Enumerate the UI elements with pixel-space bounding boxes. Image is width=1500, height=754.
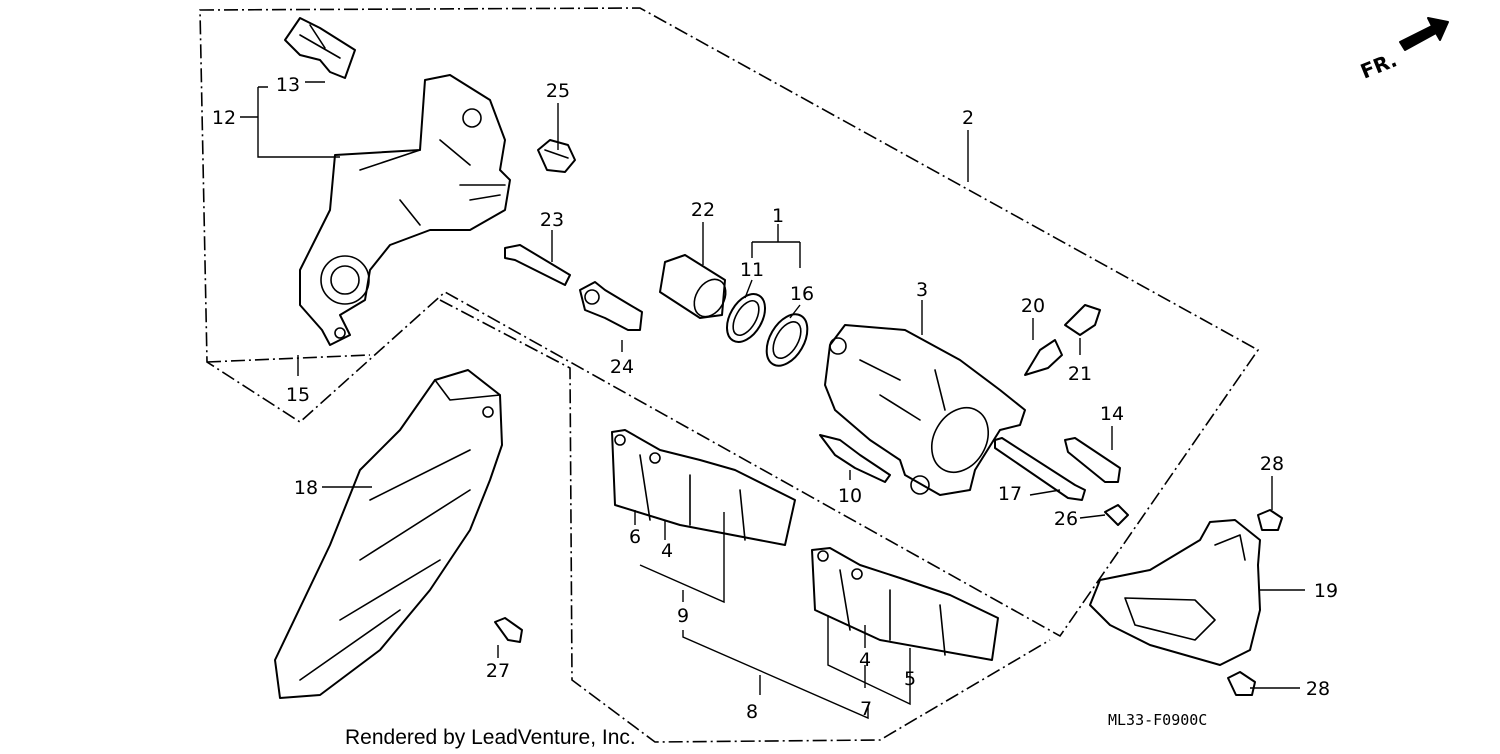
dust-seal[interactable] <box>758 307 815 372</box>
callout-7: 7 <box>860 698 872 720</box>
bolt-24[interactable] <box>579 281 643 331</box>
callout-9: 9 <box>677 605 689 627</box>
callout-20: 20 <box>1021 295 1045 317</box>
front-direction-arrow-icon: FR. <box>1357 17 1449 84</box>
callout-26: 26 <box>1054 508 1078 530</box>
piston[interactable] <box>659 254 732 322</box>
pin-17[interactable] <box>994 437 1086 501</box>
callout-15: 15 <box>286 384 310 406</box>
caliper-body[interactable] <box>824 324 1026 496</box>
diagram-code: ML33-F0900C <box>1108 711 1207 729</box>
bolt-28-lower[interactable] <box>1227 671 1256 696</box>
callout-22: 22 <box>691 199 715 221</box>
callout-4-upper: 4 <box>661 540 673 562</box>
caliper-guard[interactable] <box>1089 519 1261 666</box>
callout-14: 14 <box>1100 403 1124 425</box>
leader-lines <box>240 81 1305 720</box>
callout-5: 5 <box>904 668 916 690</box>
callout-11: 11 <box>740 259 764 281</box>
callout-1: 1 <box>772 205 784 227</box>
callout-labels: 1 2 3 4 4 5 6 7 8 9 10 11 12 13 14 15 16… <box>212 74 1338 723</box>
footer-credit: Rendered by LeadVenture, Inc. <box>345 726 636 749</box>
callout-8: 8 <box>746 701 758 723</box>
pad-spring[interactable] <box>284 17 356 79</box>
callout-4-lower: 4 <box>859 649 871 671</box>
callout-17: 17 <box>998 483 1022 505</box>
bolt-23[interactable] <box>504 244 571 286</box>
callout-28-upper: 28 <box>1260 453 1284 475</box>
screw-27[interactable] <box>494 617 523 643</box>
caliper-bracket[interactable] <box>299 74 511 346</box>
callout-21: 21 <box>1068 363 1092 385</box>
callout-19: 19 <box>1314 580 1338 602</box>
callout-6: 6 <box>629 526 641 548</box>
callout-24: 24 <box>610 356 634 378</box>
direction-label: FR. <box>1357 47 1400 83</box>
callout-23: 23 <box>540 209 564 231</box>
assembly-outline <box>199 7 1260 743</box>
callout-12: 12 <box>212 107 236 129</box>
callout-2: 2 <box>962 107 974 129</box>
callout-3: 3 <box>916 279 928 301</box>
pad-set-upper[interactable] <box>611 429 796 546</box>
bolt-28-upper[interactable] <box>1257 509 1283 531</box>
callout-28-lower: 28 <box>1306 678 1330 700</box>
callout-10: 10 <box>838 485 862 507</box>
pad-retainer-10[interactable] <box>819 434 891 483</box>
pin-14[interactable] <box>1064 437 1121 483</box>
plug-25[interactable] <box>537 139 576 173</box>
bleeder-valve[interactable] <box>1024 339 1063 376</box>
cap-26[interactable] <box>1104 504 1129 526</box>
callout-18: 18 <box>294 477 318 499</box>
disc-guard[interactable] <box>274 369 503 699</box>
bleeder-cap[interactable] <box>1064 304 1101 336</box>
pad-set-lower[interactable] <box>811 547 999 661</box>
callout-27: 27 <box>486 660 510 682</box>
callout-25: 25 <box>546 80 570 102</box>
callout-13: 13 <box>276 74 300 96</box>
callout-16: 16 <box>790 283 814 305</box>
piston-seal[interactable] <box>719 287 773 348</box>
